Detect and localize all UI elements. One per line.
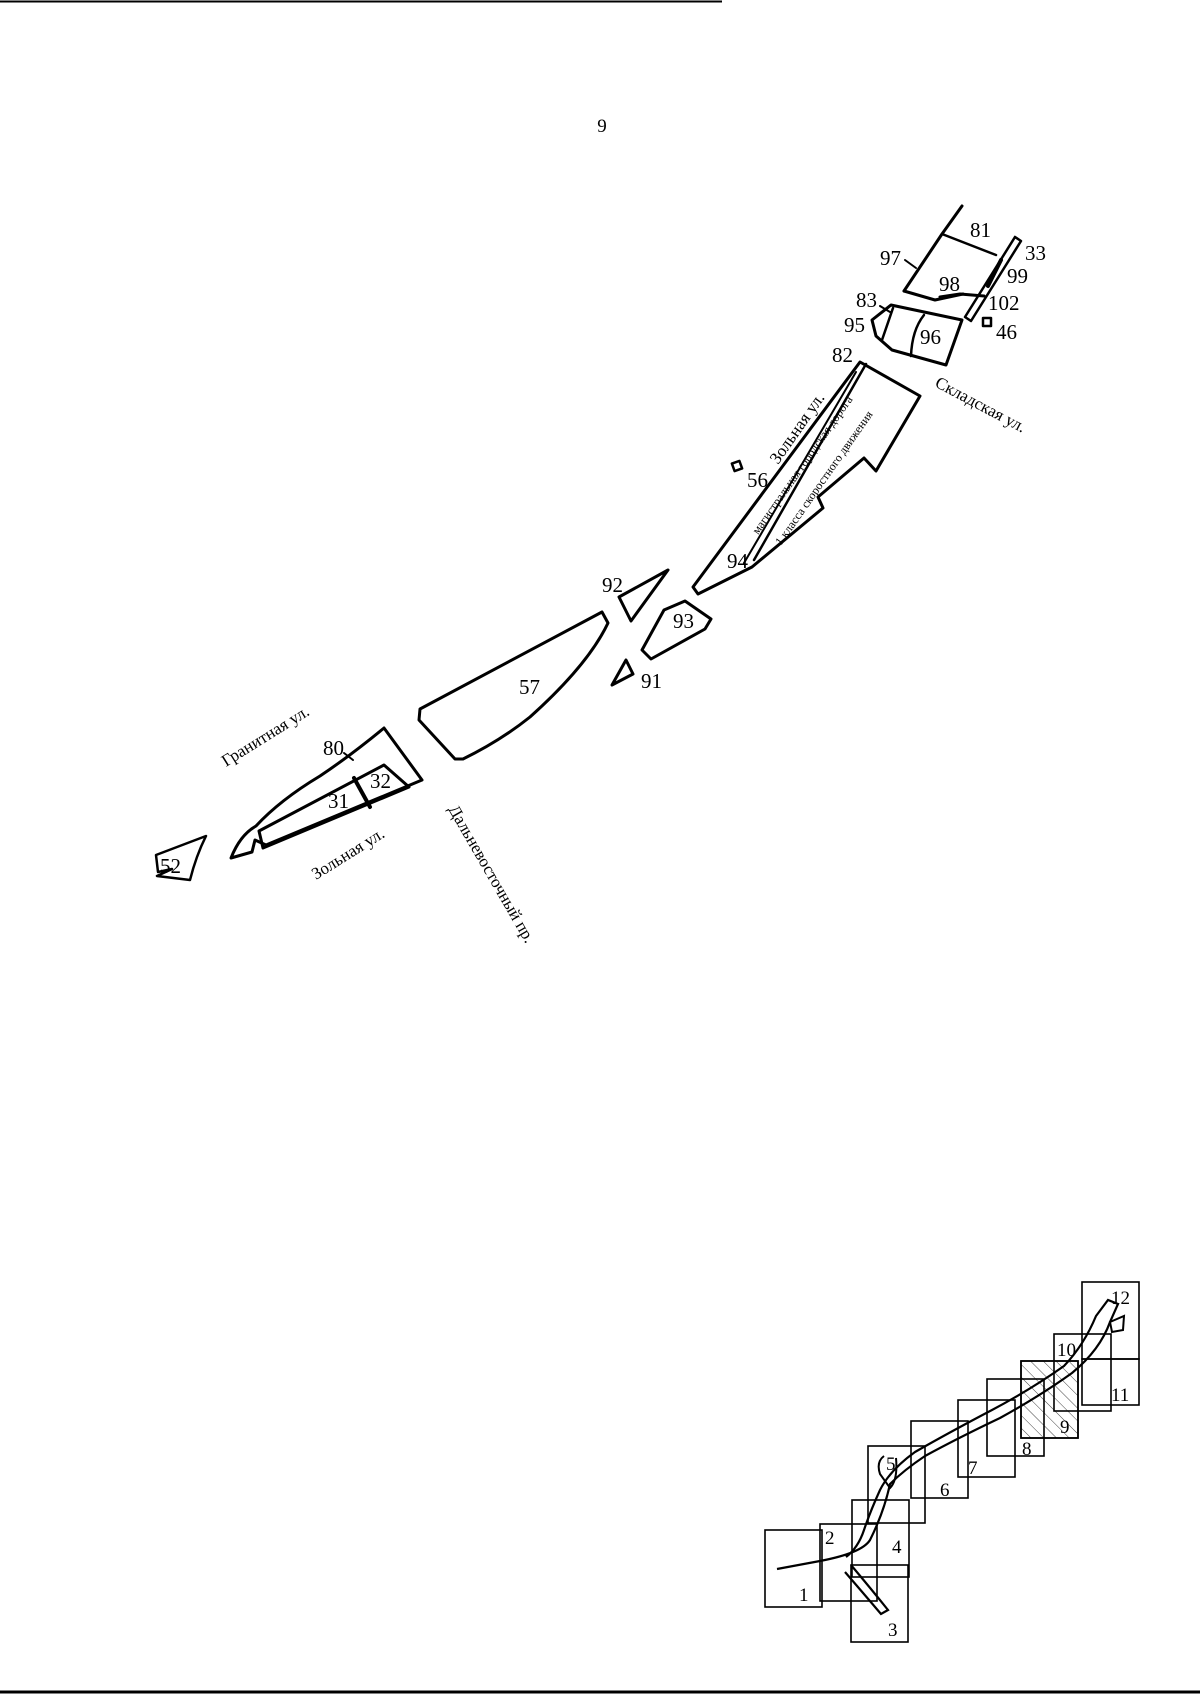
parcel-label-32: 32 [370,769,391,793]
index-sheet-labels: 1 2 3 4 5 6 7 8 9 10 11 12 [799,1288,1130,1641]
parcel-labels: 81 33 97 98 99 102 83 95 96 46 82 56 94 … [160,218,1046,878]
parcel-label-95: 95 [844,313,865,337]
parcel-98-edge [938,292,986,299]
parcel-label-33: 33 [1025,241,1046,265]
street-label-granitnaya: Гранитная ул. [218,701,313,770]
parcel-46-marker [981,316,993,328]
index-road-trace [776,1298,1120,1571]
street-label-zolnaya-lower: Зольная ул. [308,824,388,884]
parcel-82-strip-line-2 [743,371,857,564]
parcel-83-leader [879,305,891,313]
parcel-label-102: 102 [988,291,1020,315]
index-label-12: 12 [1111,1288,1130,1309]
parcel-80 [229,726,424,860]
parcel-56-marker [730,459,744,473]
index-sheet-6 [910,1420,969,1499]
parcel-label-81: 81 [970,218,991,242]
parcel-31-32-divider [352,776,372,809]
parcel-label-98: 98 [939,272,960,296]
parcel-93 [640,599,713,661]
index-label-3: 3 [888,1620,898,1641]
parcel-label-94: 94 [727,549,749,573]
parcel-96-block [870,303,964,367]
index-road-branch-2 [877,1455,898,1490]
parcel-label-99: 99 [1007,264,1028,288]
parcel-label-97: 97 [880,246,901,270]
parcel-label-82: 82 [832,343,853,367]
index-sheet-3 [850,1564,909,1643]
parcel-label-96: 96 [920,325,941,349]
parcel-label-46: 46 [996,320,1017,344]
index-label-8: 8 [1022,1439,1032,1460]
index-label-6: 6 [940,1480,950,1501]
parcel-91 [610,658,635,687]
parcel-81-98-divider [940,232,998,257]
parcel-52 [154,834,208,882]
index-label-11: 11 [1111,1385,1129,1406]
parcel-label-56: 56 [747,468,768,492]
parcel-label-93: 93 [673,609,694,633]
parcel-33-strip [963,235,1023,323]
parcel-95-divider [880,306,895,342]
parcel-label-80: 80 [323,736,344,760]
index-road-branch [844,1564,890,1616]
parcel-94-outline [691,360,922,596]
parcel-57 [417,610,610,761]
parcel-label-92: 92 [602,573,623,597]
parcel-label-57: 57 [519,675,540,699]
index-label-5: 5 [886,1454,896,1475]
parcel-label-91: 91 [641,669,662,693]
index-sheet-4 [851,1499,910,1578]
index-label-7: 7 [968,1458,978,1479]
index-sheet-9 [1020,1360,1079,1439]
index-road-top [1108,1314,1126,1334]
parcel-80-leader [343,752,354,761]
parcel-96-divider [909,313,926,358]
main-map [154,204,1023,882]
sheet-index-map [764,1281,1140,1643]
street-label-skladskaya: Складская ул. [932,373,1029,437]
index-sheet-12 [1081,1281,1140,1360]
index-label-4: 4 [892,1537,902,1558]
street-label-dalnevostochny: Дальневосточный пр. [445,802,540,947]
parcel-82-strip-line [752,362,868,562]
index-label-2: 2 [825,1528,835,1549]
parcel-label-52: 52 [160,854,181,878]
index-label-1: 1 [799,1585,809,1606]
parcel-99-line [986,258,1003,288]
parcel-label-31: 31 [328,789,349,813]
index-label-9: 9 [1060,1417,1070,1438]
parcel-label-83: 83 [856,288,877,312]
index-sheet-2 [819,1523,878,1602]
parcel-92 [617,568,670,623]
index-sheet-8 [986,1378,1045,1457]
page-number: 9 [597,116,607,137]
index-sheet-5 [867,1445,926,1524]
street-labels: Зольная ул. Складская ул. Гранитная ул. … [218,373,1029,946]
parcel-97-leader [904,259,917,269]
index-sheet-1 [764,1529,823,1608]
parcel-31-32 [257,763,411,850]
index-label-10: 10 [1057,1340,1076,1361]
